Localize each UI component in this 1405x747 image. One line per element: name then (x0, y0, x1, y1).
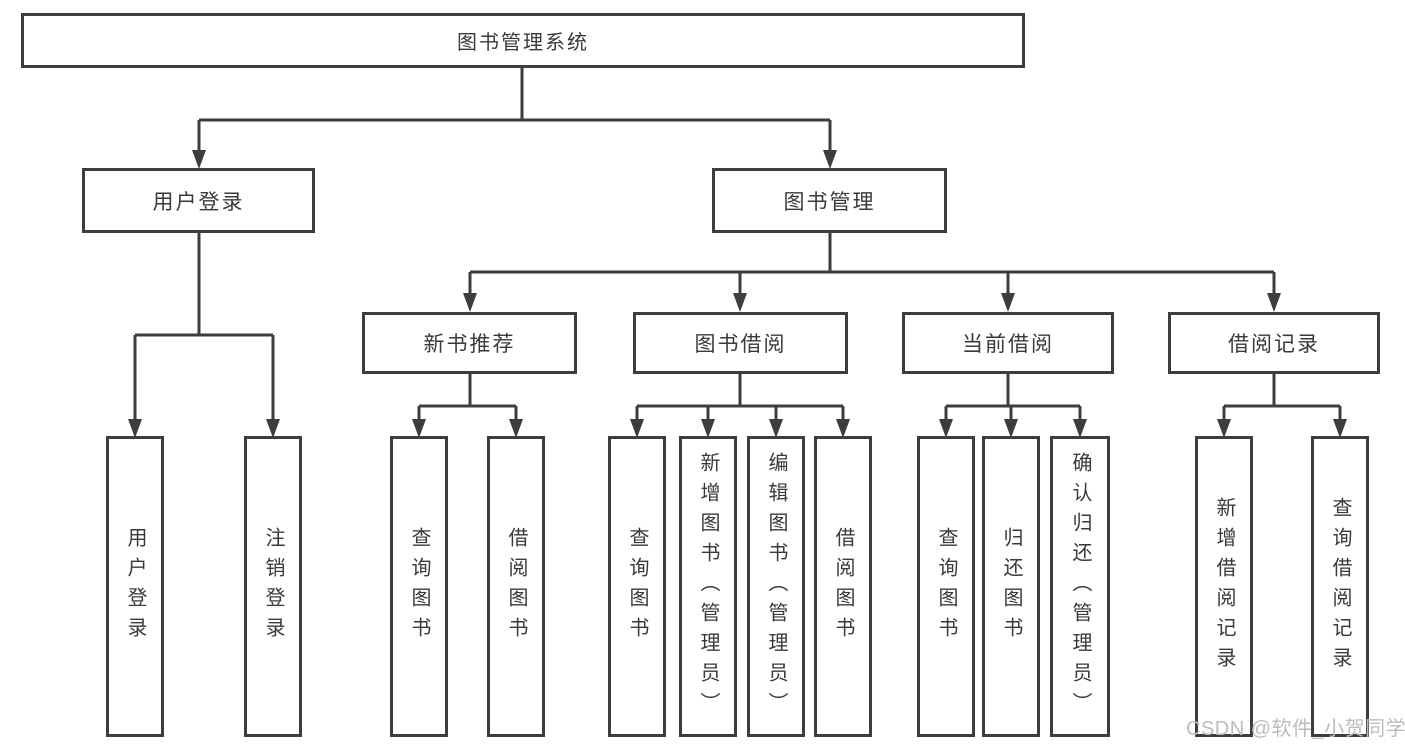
leaf-borrow-books: 借阅图书 (814, 436, 872, 737)
leaf-query-borrow-record: 查询借阅记录 (1311, 436, 1369, 737)
leaf-edit-books-admin: 编辑图书（管理员） (747, 436, 805, 737)
leaf-query-books-current: 查询图书 (917, 436, 975, 737)
leaf-add-borrow-record: 新增借阅记录 (1195, 436, 1253, 737)
leaf-confirm-return-admin: 确认归还（管理员） (1050, 436, 1110, 737)
leaf-add-books-admin: 新增图书（管理员） (679, 436, 737, 737)
node-book-borrow: 图书借阅 (633, 312, 848, 374)
leaf-return-books: 归还图书 (982, 436, 1040, 737)
leaf-query-books-borrow-label: 查询图书 (626, 526, 648, 647)
node-borrow-records: 借阅记录 (1168, 312, 1380, 374)
node-book-management: 图书管理 (712, 168, 947, 233)
node-root-label: 图书管理系统 (457, 32, 589, 54)
node-borrow-records-label: 借阅记录 (1228, 333, 1320, 356)
leaf-query-books-borrow: 查询图书 (608, 436, 666, 737)
node-user-login: 用户登录 (82, 168, 315, 233)
node-book-management-label: 图书管理 (783, 190, 876, 214)
watermark: CSDN @软件_小贺同学 (1186, 718, 1405, 740)
leaf-add-borrow-record-label: 新增借阅记录 (1213, 496, 1235, 677)
node-current-borrow-label: 当前借阅 (962, 333, 1054, 356)
node-new-book-recommend-label: 新书推荐 (423, 333, 516, 356)
leaf-logout-label: 注销登录 (262, 526, 284, 647)
leaf-borrow-books-recommend: 借阅图书 (487, 436, 545, 737)
leaf-user-login-label: 用户登录 (124, 526, 146, 647)
node-new-book-recommend: 新书推荐 (362, 312, 577, 374)
leaf-logout: 注销登录 (244, 436, 302, 737)
leaf-borrow-books-label: 借阅图书 (832, 526, 854, 647)
leaf-query-books-recommend-label: 查询图书 (408, 526, 430, 647)
leaf-borrow-books-recommend-label: 借阅图书 (505, 526, 527, 647)
leaf-add-books-admin-label: 新增图书（管理员） (697, 451, 719, 722)
node-current-borrow: 当前借阅 (902, 312, 1114, 374)
node-root: 图书管理系统 (21, 13, 1025, 68)
leaf-query-borrow-record-label: 查询借阅记录 (1329, 496, 1351, 677)
leaf-edit-books-admin-label: 编辑图书（管理员） (765, 451, 787, 722)
node-book-borrow-label: 图书借阅 (694, 333, 787, 356)
leaf-query-books-recommend: 查询图书 (390, 436, 448, 737)
leaf-confirm-return-admin-label: 确认归还（管理员） (1069, 451, 1091, 722)
leaf-query-books-current-label: 查询图书 (935, 526, 957, 647)
node-user-login-label: 用户登录 (152, 190, 245, 214)
leaf-return-books-label: 归还图书 (1000, 526, 1022, 647)
leaf-user-login: 用户登录 (106, 436, 164, 737)
